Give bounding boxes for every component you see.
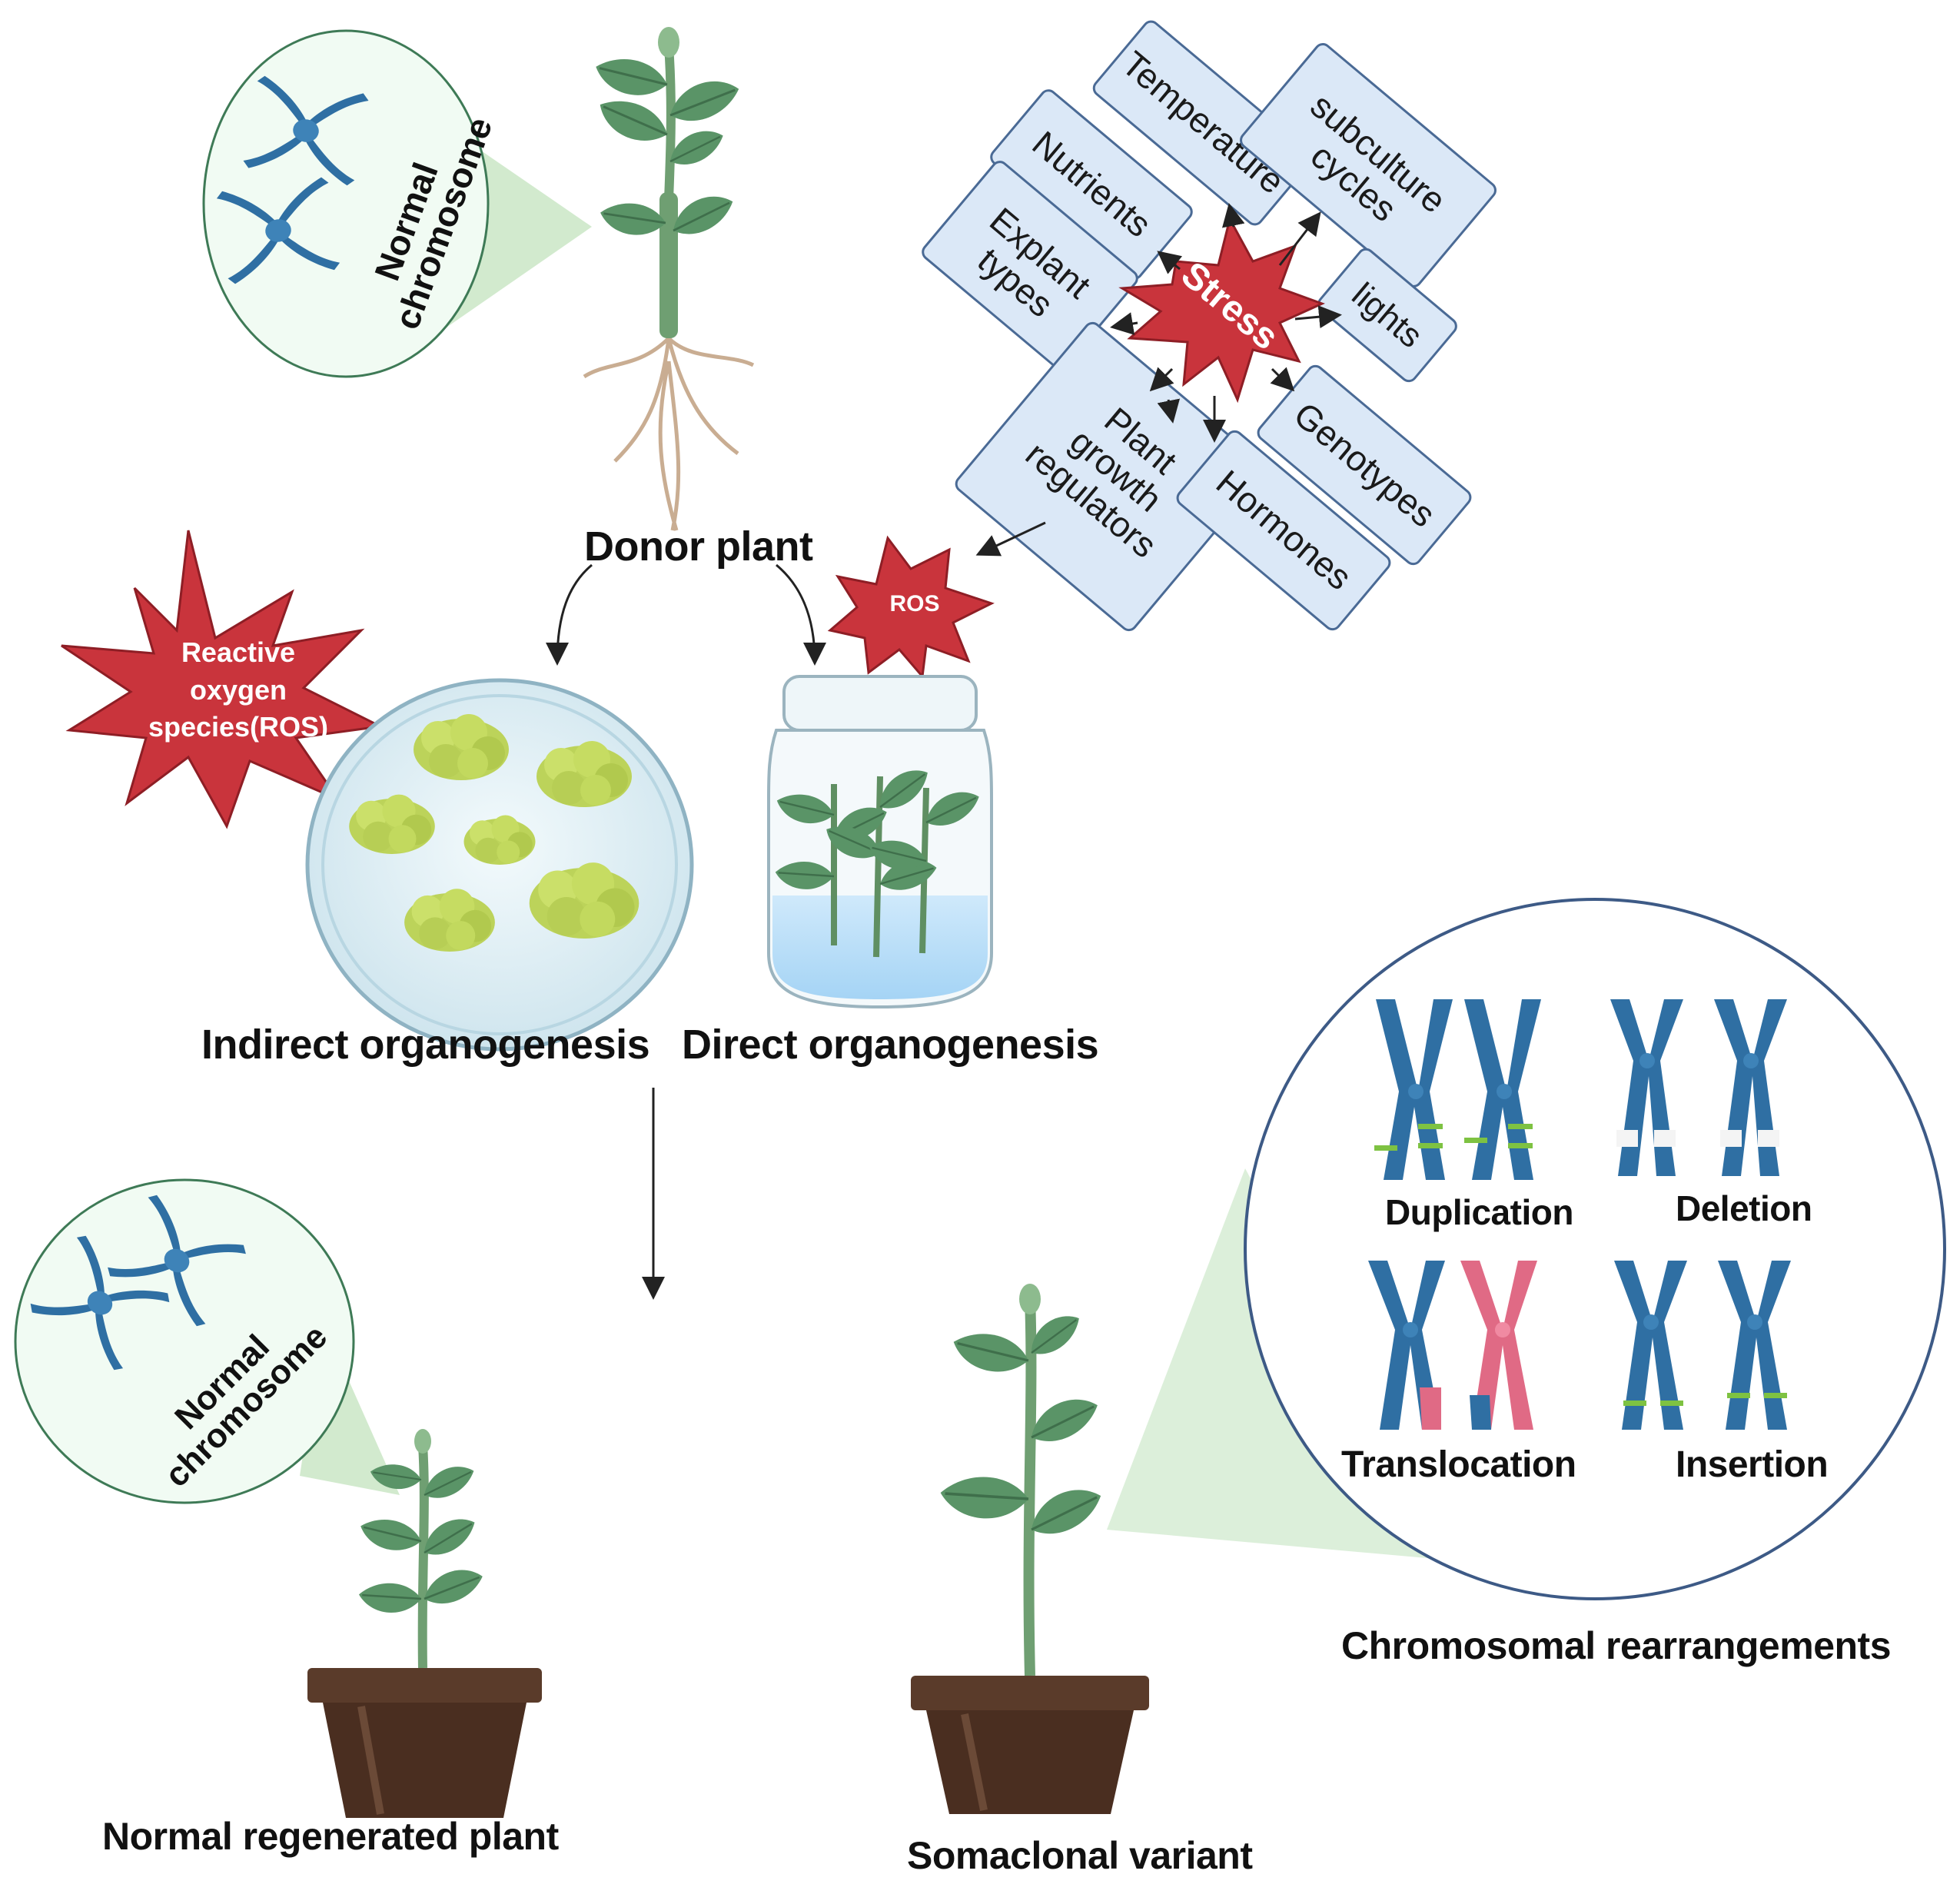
culture-jar [767,675,993,1009]
insertion-chromosomes [1614,1261,1791,1430]
normal-regenerated-plant-label: Normal regenerated plant [102,1815,559,1858]
stress-arrows [975,203,1342,557]
translocation-label: Translocation [1341,1444,1576,1485]
stress-burst: Stress [1118,215,1325,404]
indirect-organogenesis-label: Indirect organogenesis [201,1022,650,1068]
flow-arrows [546,563,826,1300]
stress-factor-box: Nutrients [990,89,1193,280]
petri-dish [305,678,694,1052]
chromosomal-rearrangements-label: Chromosomal rearrangements [1341,1624,1892,1667]
translocation-chromosomes [1368,1261,1537,1430]
ros-large-label: Reactive oxygen species(ROS) [148,636,329,743]
duplication-label: Duplication [1385,1192,1573,1232]
donor-plant-illustration [583,27,755,531]
donor-plant-label: Donor plant [584,523,813,570]
deletion-label: Deletion [1676,1188,1812,1228]
ros-burst-small: ROS [827,535,995,680]
regenerated-chromosome-bubble [14,1178,400,1504]
stress-factor-box: Explant types [922,161,1138,370]
flower-pot [911,1676,1149,1814]
donor-chromosome-bubble [202,29,592,378]
rearrangement-circle [1244,898,1946,1600]
somaclonal-variant-label: Somaclonal variant [907,1834,1253,1877]
ros-burst-large [61,530,385,829]
deletion-chromosomes [1610,999,1787,1176]
stress-factor-box: lights [1317,248,1457,383]
duplication-chromosomes [1374,999,1541,1180]
insertion-label: Insertion [1676,1444,1829,1485]
direct-organogenesis-label: Direct organogenesis [682,1022,1099,1068]
stress-factor-box: Plant growth regulators [955,321,1267,632]
ros-small-label: ROS [889,591,939,616]
flower-pot [307,1668,542,1818]
regenerated-plant [355,1429,488,1669]
plantlets [772,761,985,958]
